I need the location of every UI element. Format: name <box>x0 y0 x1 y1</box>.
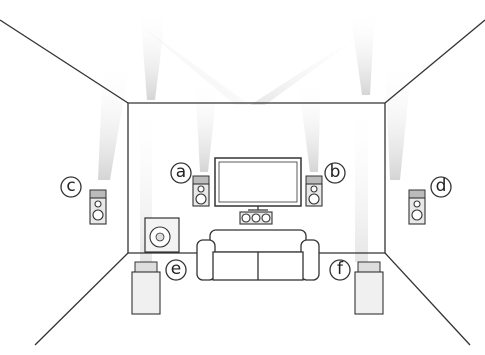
label-a-text: a <box>176 162 186 182</box>
speaker-side-right <box>409 190 425 224</box>
label-f-text: f <box>337 259 344 279</box>
sofa <box>197 230 319 280</box>
speaker-front-left <box>193 176 209 206</box>
label-c-text: c <box>66 176 75 196</box>
television <box>215 158 301 210</box>
label-e: e <box>166 259 186 280</box>
beam-top-right-1 <box>350 10 375 95</box>
speaker-side-left <box>90 190 106 224</box>
label-a: a <box>171 162 191 183</box>
label-e-text: e <box>171 259 181 279</box>
label-f: f <box>330 259 350 280</box>
speaker-front-right <box>306 176 322 206</box>
label-c: c <box>61 176 81 197</box>
label-d-text: d <box>436 176 447 196</box>
beam-rear-right <box>355 100 368 262</box>
beam-side-right <box>385 62 412 180</box>
speaker-rear-left <box>132 262 160 314</box>
beam-top-left-1 <box>140 10 165 100</box>
label-d: d <box>431 176 451 197</box>
speaker-rear-right <box>355 262 383 314</box>
subwoofer <box>145 218 179 252</box>
label-b-text: b <box>330 162 341 182</box>
center-speaker <box>240 212 272 224</box>
beam-side-left <box>98 62 130 180</box>
label-b: b <box>325 162 345 183</box>
